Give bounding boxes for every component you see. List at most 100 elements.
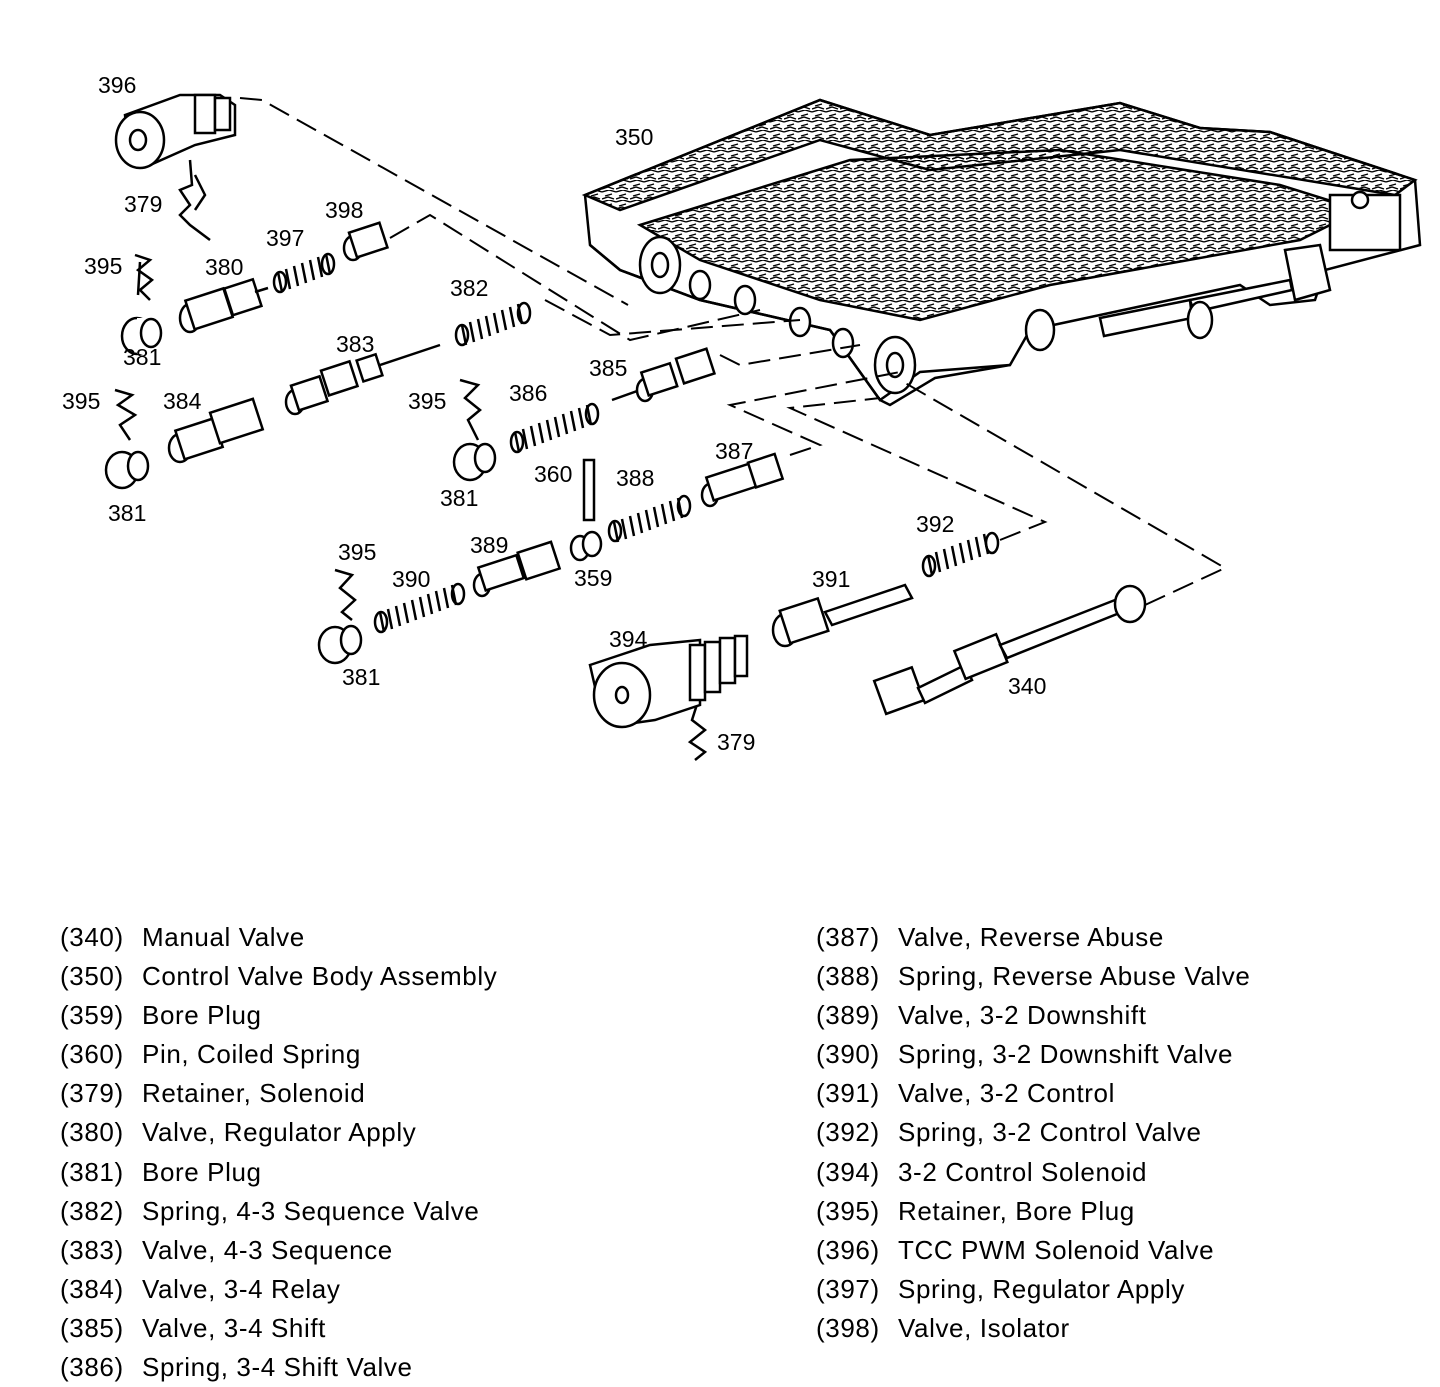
legend-number: (397): [816, 1273, 880, 1304]
legend-description: Manual Valve: [142, 922, 305, 952]
legend-description: Retainer, Bore Plug: [898, 1195, 1135, 1226]
shift-valve-385: [611, 347, 717, 403]
callout-387: 387: [715, 438, 753, 464]
bore-plug-retainer-395d: [334, 568, 357, 621]
callout-389: 389: [470, 532, 508, 558]
callout-388: 388: [616, 465, 654, 491]
legend-item: (395) Retainer, Bore Plug: [816, 1192, 1250, 1231]
legend-number: (385): [60, 1312, 124, 1343]
legend-description: Valve, 3-4 Relay: [142, 1273, 341, 1304]
legend-description: Valve, Regulator Apply: [142, 1117, 417, 1148]
shift-spring-386: [509, 402, 600, 454]
exploded-view-diagram: 396 350 379 398 397 395 380 381 382 383 …: [62, 72, 1422, 761]
bore-plug-381b: [104, 450, 150, 490]
legend-item: (382)Spring, 4-3 Sequence Valve: [60, 1192, 497, 1231]
legend-description: Valve, Reverse Abuse: [898, 922, 1164, 952]
callout-397: 397: [266, 225, 304, 251]
relay-valve-384: [167, 397, 265, 464]
legend-number: (388): [816, 961, 880, 992]
control-solenoid-394: [588, 634, 749, 729]
coiled-spring-pin-360: [582, 458, 596, 522]
legend-number: (360): [60, 1039, 124, 1070]
legend-item: (387) Valve, Reverse Abuse: [816, 918, 1250, 957]
legend-number: (391): [816, 1078, 880, 1109]
legend-number: (387): [816, 922, 880, 952]
legend-description: Valve, Isolator: [898, 1312, 1070, 1343]
legend-description: Valve, 4-3 Sequence: [142, 1234, 393, 1265]
legend-item: (379)Retainer, Solenoid: [60, 1074, 497, 1113]
control-valve-391: [771, 583, 914, 648]
legend-number: (390): [816, 1039, 880, 1070]
regulator-apply-spring-397: [272, 252, 336, 294]
legend-description: Spring, 3-2 Control Valve: [898, 1117, 1202, 1148]
bore-plug-359: [569, 530, 603, 562]
downshift-spring-390: [373, 582, 466, 634]
legend-number: (389): [816, 1000, 880, 1031]
legend-description: Pin, Coiled Spring: [142, 1039, 361, 1070]
callout-360: 360: [534, 461, 572, 487]
legend-number: (340): [60, 922, 124, 952]
control-valve-spring-392: [921, 531, 1000, 578]
legend-description: Control Valve Body Assembly: [142, 961, 498, 992]
legend-description: Spring, Reverse Abuse Valve: [898, 961, 1251, 992]
legend-item: (390) Spring, 3-2 Downshift Valve: [816, 1035, 1250, 1074]
legend-number: (359): [60, 1000, 124, 1031]
bore-plug-381c: [452, 442, 497, 482]
legend-number: (381): [60, 1156, 124, 1187]
callout-392: 392: [916, 511, 954, 537]
reverse-abuse-valve-387: [700, 452, 785, 508]
legend-description: Retainer, Solenoid: [142, 1078, 366, 1109]
legend-item: (398) Valve, Isolator: [816, 1309, 1250, 1348]
legend-item: (359)Bore Plug: [60, 996, 497, 1035]
callout-381-d: 381: [342, 664, 380, 690]
callout-379-top: 379: [124, 191, 162, 217]
legend-item: (392) Spring, 3-2 Control Valve: [816, 1113, 1250, 1152]
callout-395-c: 395: [408, 388, 446, 414]
solenoid-retainer-379b: [687, 694, 708, 761]
legend-number: (392): [816, 1117, 880, 1148]
legend-number: (386): [60, 1352, 124, 1383]
callout-395-b: 395: [62, 388, 100, 414]
callout-385: 385: [589, 355, 627, 381]
bore-plug-retainer-395b: [114, 388, 138, 441]
callout-383: 383: [336, 331, 374, 357]
sequence-spring-382: [454, 301, 532, 347]
legend-item: (397)Spring, Regulator Apply: [816, 1270, 1250, 1309]
assembly-lines: [239, 97, 1228, 606]
legend-item: (394)3-2 Control Solenoid: [816, 1153, 1250, 1192]
manual-valve-340: [872, 584, 1147, 716]
callout-359: 359: [574, 565, 612, 591]
legend-item: (383) Valve, 4-3 Sequence: [60, 1231, 497, 1270]
legend-number: (383): [60, 1234, 124, 1265]
parts: [104, 93, 1147, 761]
legend-description: Valve, 3-2 Downshift: [898, 1000, 1147, 1031]
legend-item: (384)Valve, 3-4 Relay: [60, 1270, 497, 1309]
legend-item: (391) Valve, 3-2 Control: [816, 1074, 1250, 1113]
legend-number: (398): [816, 1312, 880, 1343]
callout-381-c: 381: [440, 485, 478, 511]
callout-382: 382: [450, 275, 488, 301]
legend-number: (380): [60, 1117, 124, 1148]
legend-number: (394): [816, 1156, 880, 1187]
legend-item: (389) Valve, 3-2 Downshift: [816, 996, 1250, 1035]
solenoid-retainer-379a: [178, 159, 211, 241]
callout-381-a: 381: [123, 344, 161, 370]
legend-description: Valve, 3-2 Control: [898, 1078, 1115, 1109]
bore-plug-381a: [120, 316, 163, 356]
legend-item: (380) Valve, Regulator Apply: [60, 1113, 497, 1152]
callout-386: 386: [509, 380, 547, 406]
legend-description: Spring, 3-4 Shift Valve: [142, 1352, 413, 1383]
legend-number: (350): [60, 961, 124, 992]
legend-description: Spring, 3-2 Downshift Valve: [898, 1039, 1234, 1070]
callout-384: 384: [163, 388, 202, 414]
legend-number: (395): [816, 1195, 880, 1226]
callout-396: 396: [98, 72, 136, 98]
legend-right-column: (387) Valve, Reverse Abuse (388) Spring, R…: [816, 918, 1250, 1348]
reverse-abuse-spring-388: [607, 494, 692, 543]
legend-item: (340) Manual Valve: [60, 918, 497, 957]
bore-plug-retainer-395c: [459, 378, 482, 441]
callout-380: 380: [205, 254, 243, 280]
regulator-apply-valve-380: [178, 277, 269, 334]
legend-left-column: (340) Manual Valve (350) Control Valve Bod…: [60, 918, 497, 1387]
downshift-valve-389: [472, 540, 562, 598]
